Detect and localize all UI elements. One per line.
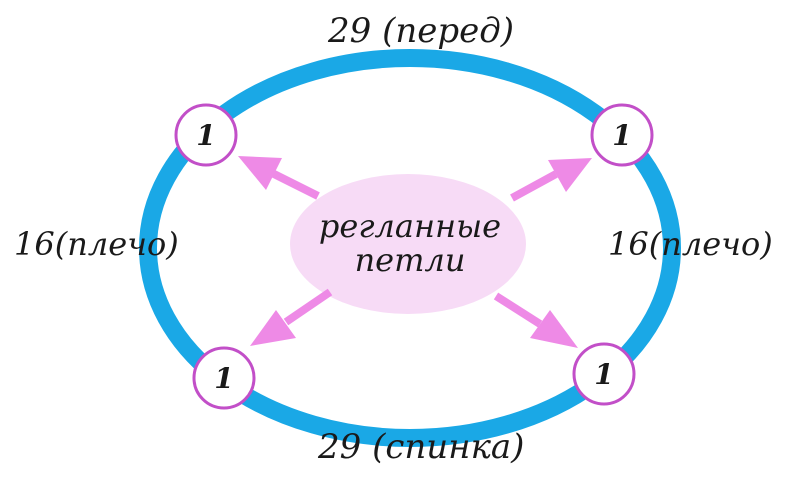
center-label: регланные петли xyxy=(290,196,530,292)
node-bottom-left xyxy=(192,346,256,410)
label-right-shoulder: 16(плечо) xyxy=(608,225,773,263)
label-front: 29 (перед) xyxy=(328,11,515,51)
arrow-top-right xyxy=(510,158,592,202)
node-top-left xyxy=(174,103,238,167)
label-back: 29 (спинка) xyxy=(318,427,525,467)
blue-ring xyxy=(139,49,681,447)
arrow-bottom-left xyxy=(250,288,333,346)
node-bottom-right-text: 1 xyxy=(594,357,614,391)
node-top-right xyxy=(590,103,654,167)
node-top-right-text: 1 xyxy=(612,118,632,152)
node-top-left-text: 1 xyxy=(196,118,216,152)
center-ellipse xyxy=(290,174,526,314)
arrow-top-left xyxy=(238,156,320,200)
arrow-bottom-right xyxy=(493,292,578,348)
label-left-shoulder: 16(плечо) xyxy=(14,225,179,263)
center-label-line1: регланные xyxy=(318,207,502,246)
node-bottom-left-text: 1 xyxy=(214,361,234,395)
center-label-line2: петли xyxy=(354,241,466,279)
node-bottom-right xyxy=(572,342,636,406)
